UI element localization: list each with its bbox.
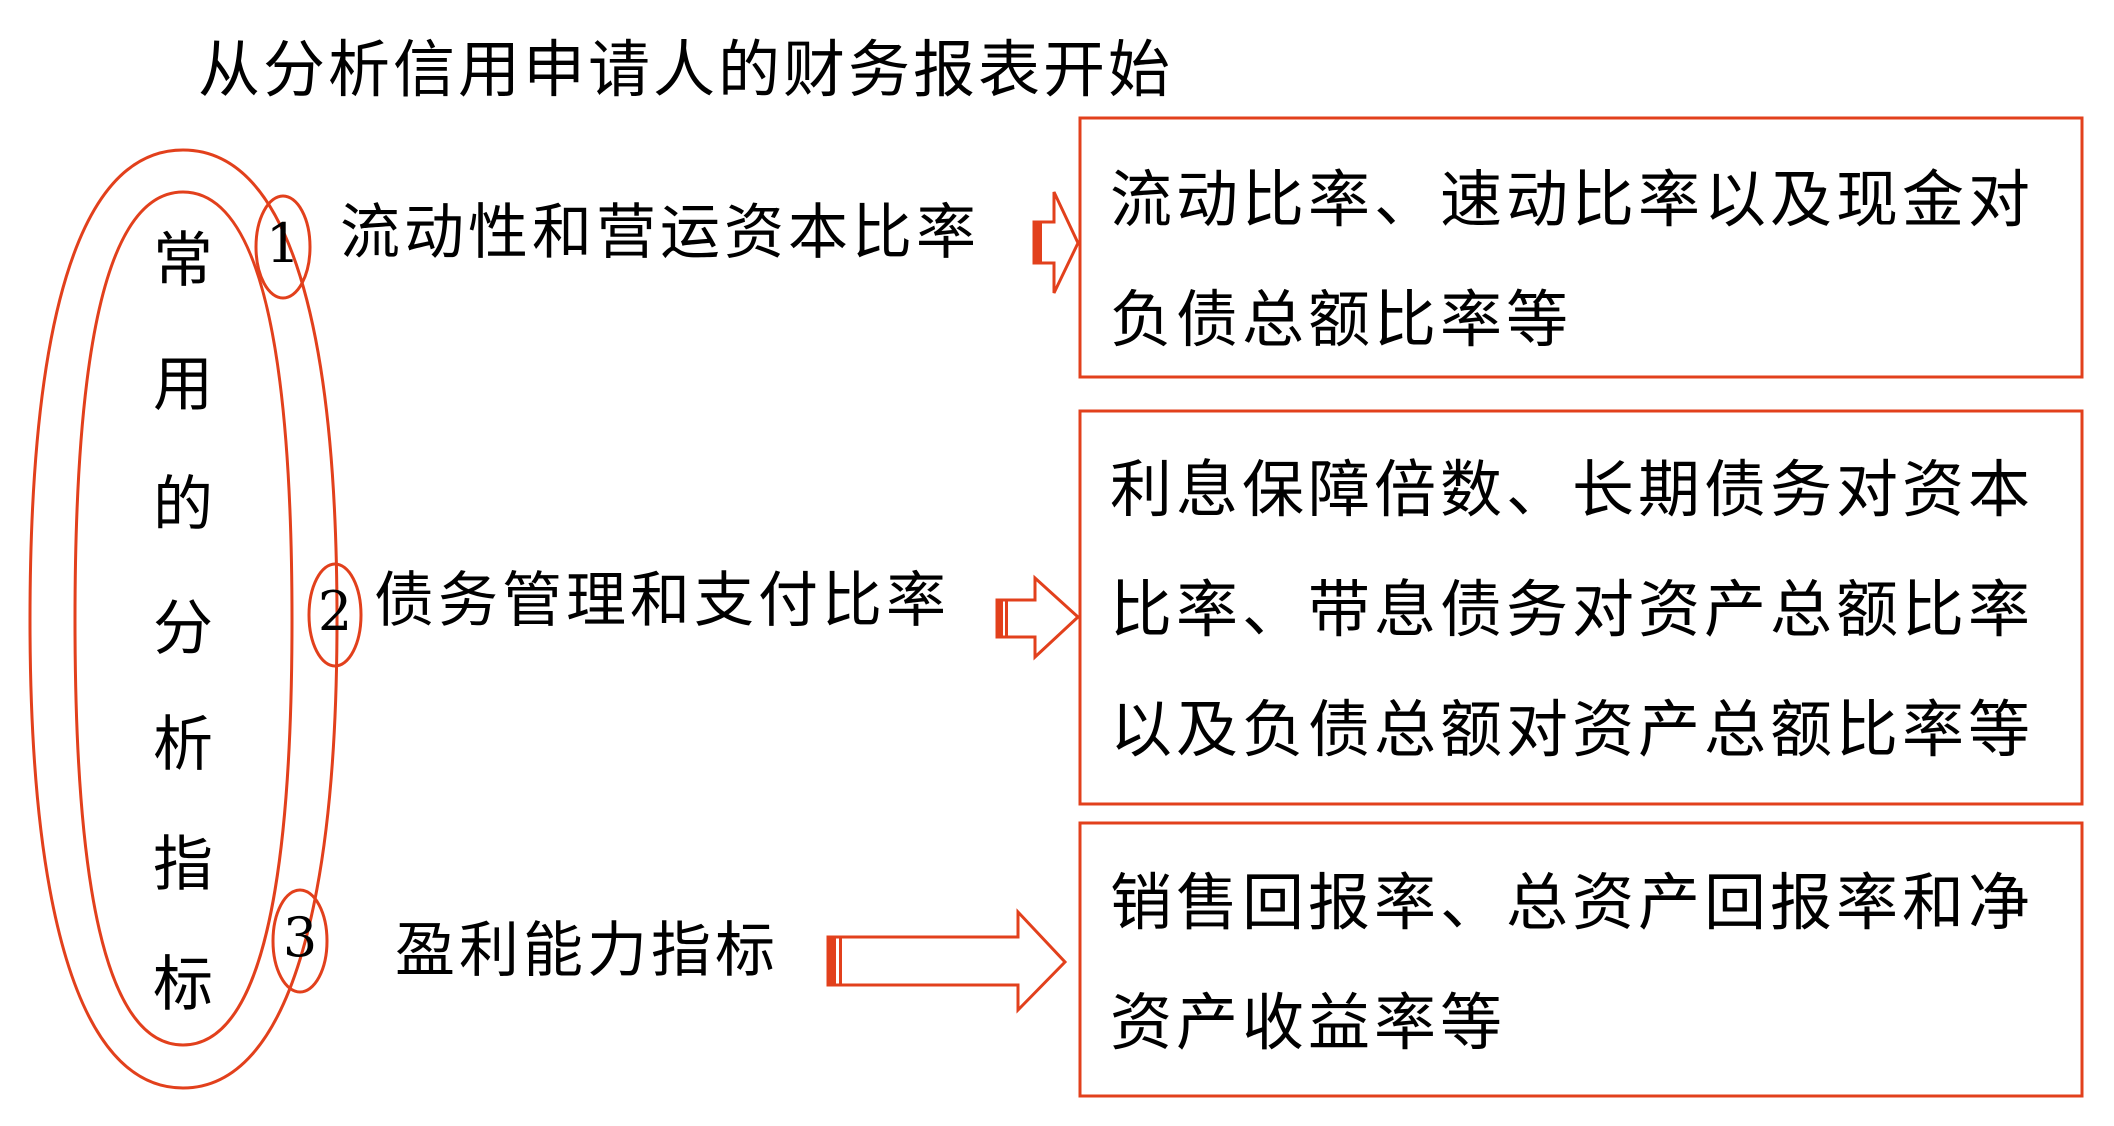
detail-box-3 [1078, 821, 2084, 1098]
vertical-label-char: 指 [153, 830, 213, 900]
category-number-2: 2 [317, 580, 353, 643]
vertical-label-char: 分 [153, 594, 213, 664]
number-circle-3 [271, 888, 329, 994]
vertical-label-char: 标 [153, 950, 213, 1020]
category-label-1: 流动性和营运资本比率 [340, 198, 980, 268]
detail-line: 以及负债总额对资产总额比率等 [1110, 693, 2035, 766]
arrow-icon-3 [826, 908, 1068, 1014]
arrow-icon-2 [995, 574, 1081, 661]
number-circle-2 [307, 562, 363, 668]
detail-text-3: 销售回报率、总资产回报率和净 资产收益率等 [1110, 843, 2034, 1083]
detail-box-2 [1078, 409, 2084, 806]
category-number-3: 3 [282, 906, 318, 969]
detail-text-2: 利息保障倍数、长期债务对资本 比率、带息债务对资产总额比率 以及负债总额对资产总… [1110, 430, 2034, 790]
detail-line: 流动比率、速动比率以及现金对 [1110, 163, 2035, 236]
detail-line: 比率、带息债务对资产总额比率 [1110, 573, 2035, 646]
detail-box-1 [1078, 116, 2084, 379]
outer-ellipse [28, 148, 339, 1090]
vertical-label-char: 的 [153, 470, 213, 540]
detail-text-1: 流动比率、速动比率以及现金对 负债总额比率等 [1110, 140, 2034, 380]
detail-line: 销售回报率、总资产回报率和净 [1110, 866, 2035, 939]
category-label-3: 盈利能力指标 [395, 916, 779, 986]
category-label-2: 债务管理和支付比率 [374, 566, 950, 636]
page-title: 从分析信用申请人的财务报表开始 [198, 33, 1174, 106]
vertical-label-char: 用 [153, 350, 213, 420]
vertical-label-char: 常 [153, 226, 213, 296]
inner-ellipse [73, 190, 294, 1047]
detail-line: 利息保障倍数、长期债务对资本 [1110, 453, 2035, 526]
detail-line: 资产收益率等 [1110, 986, 1507, 1059]
vertical-label-char: 析 [153, 710, 213, 780]
category-number-1: 1 [265, 212, 301, 275]
number-circle-1 [254, 194, 312, 300]
detail-line: 负债总额比率等 [1110, 283, 1573, 356]
